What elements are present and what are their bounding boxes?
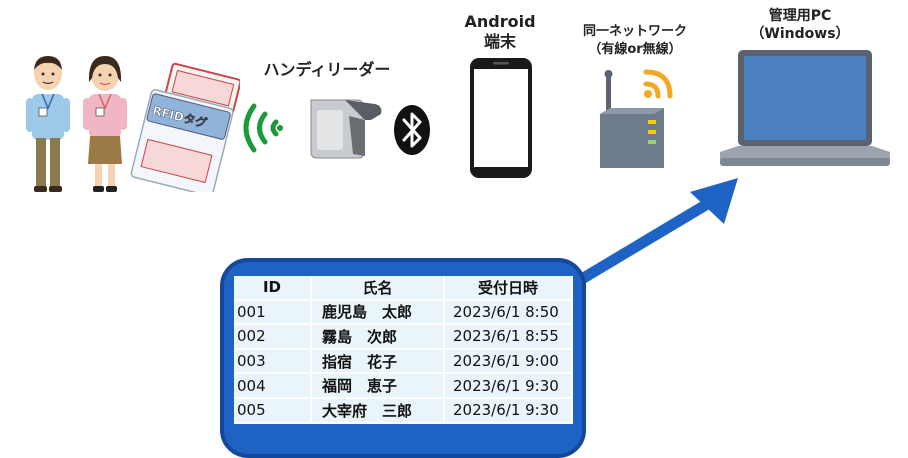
- cell-name: 霧島 次郎: [311, 324, 445, 350]
- table-row: 001 鹿児島 太郎 2023/6/1 8:50: [234, 299, 573, 326]
- table-row: 003 指宿 花子 2023/6/1 9:00: [234, 348, 573, 375]
- android-label-line2: 端末: [483, 32, 516, 51]
- header-id: ID: [234, 276, 312, 301]
- table-row: 004 福岡 恵子 2023/6/1 9:30: [234, 373, 573, 399]
- wifi-router-icon: [600, 69, 673, 168]
- cell-id: 004: [234, 373, 312, 399]
- cell-id: 002: [234, 324, 312, 350]
- cell-id: 003: [234, 348, 312, 375]
- header-datetime: 受付日時: [444, 276, 573, 301]
- pc-label-line1: 管理用PC: [768, 8, 832, 24]
- wireless-signal-icon: [243, 103, 283, 153]
- rfid-tag-icon: RFIDタグ: [130, 62, 240, 192]
- laptop-icon: [720, 50, 890, 166]
- cell-id: 005: [234, 397, 312, 424]
- cell-name: 大宰府 三郎: [311, 397, 445, 424]
- cell-name: 福岡 恵子: [311, 373, 445, 399]
- network-label-line2: （有線or無線）: [588, 42, 682, 57]
- bluetooth-icon: [394, 105, 430, 155]
- pc-label-line2: （Windows）: [750, 26, 850, 42]
- table-header-row: ID 氏名 受付日時: [234, 276, 573, 301]
- person-man-icon: [26, 56, 70, 192]
- handy-reader-label: ハンディリーダー: [263, 60, 391, 79]
- table-row: 002 霧島 次郎 2023/6/1 8:55: [234, 324, 573, 350]
- person-woman-icon: [83, 56, 127, 192]
- cell-datetime: 2023/6/1 9:30: [444, 373, 573, 399]
- header-name: 氏名: [311, 276, 445, 301]
- cell-datetime: 2023/6/1 9:30: [444, 397, 573, 424]
- cell-datetime: 2023/6/1 9:00: [444, 348, 573, 375]
- cell-datetime: 2023/6/1 8:50: [444, 299, 573, 326]
- handy-reader-icon: [310, 99, 382, 159]
- android-label-line1: Android: [464, 12, 536, 31]
- table-row: 005 大宰府 三郎 2023/6/1 9:30: [234, 397, 573, 424]
- reception-table: ID 氏名 受付日時 001 鹿児島 太郎 2023/6/1 8:50 002 …: [234, 276, 573, 424]
- smartphone-icon: [470, 58, 532, 178]
- cell-name: 鹿児島 太郎: [311, 299, 445, 326]
- cell-id: 001: [234, 299, 312, 326]
- network-label-line1: 同一ネットワーク: [582, 24, 687, 39]
- cell-name: 指宿 花子: [311, 348, 445, 375]
- cell-datetime: 2023/6/1 8:55: [444, 324, 573, 350]
